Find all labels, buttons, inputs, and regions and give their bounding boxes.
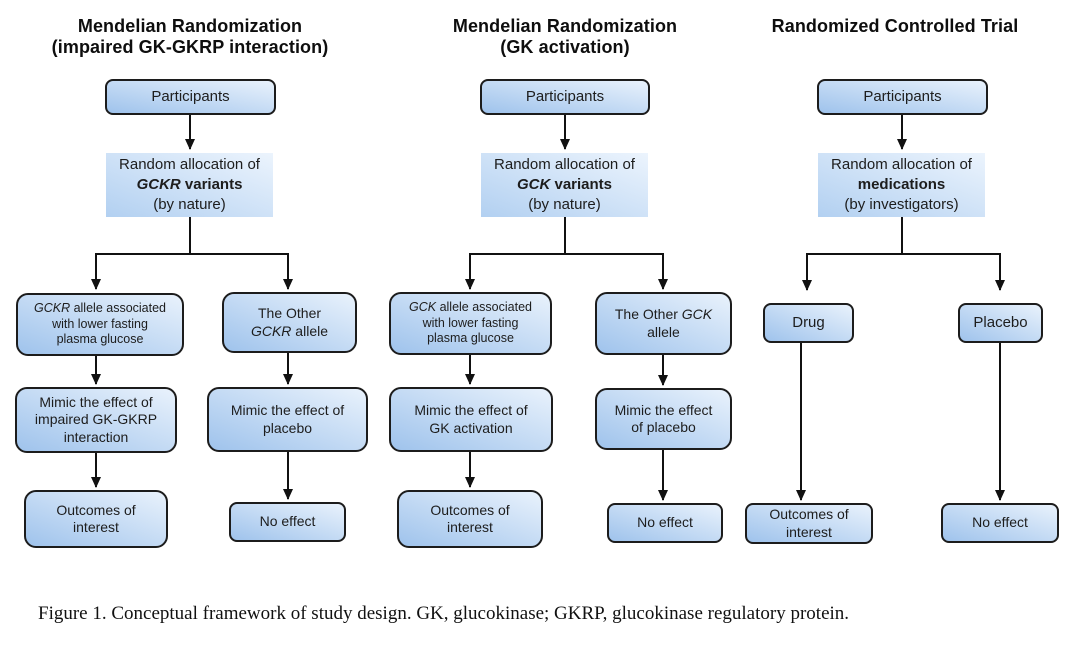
column2-allocation-box: Random allocation of GCK variants (by na… (481, 153, 648, 217)
other-allele-line2: GCKR allele (251, 323, 328, 340)
mimic-line2: impaired GK-GKRP (34, 411, 158, 428)
outcomes-line2: interest (447, 519, 493, 535)
mimic-placebo-line1: Mimic the effect of (230, 402, 345, 419)
gene-name: GCK (681, 306, 713, 323)
column1-other-allele-box: The Other GCKR allele (222, 292, 357, 353)
allocation-line2: medications (857, 175, 946, 193)
allele-line1-rest: allele associated (70, 301, 167, 316)
column3-title: Randomized Controlled Trial (725, 16, 1065, 37)
other-allele-line1-pre: The Other (614, 306, 682, 323)
column2-mimic-gk-activation-box: Mimic the effect of GK activation (389, 387, 553, 452)
allele-line1: GCK allele associated (409, 300, 532, 316)
mimic-placebo-line1: Mimic the effect (614, 401, 713, 418)
outcomes-line2: interest (786, 523, 832, 540)
column2-no-effect-box: No effect (607, 503, 723, 543)
column1-title-line2: (impaired GK-GKRP interaction) (51, 37, 329, 57)
allocation-line2: GCK variants (517, 175, 612, 195)
allocation-line1: Random allocation of (494, 155, 635, 173)
allocation-line2-rest: variants (180, 175, 243, 193)
allele-line2: with lower fasting (52, 316, 148, 331)
other-allele-line1: The Other GCK (615, 306, 712, 323)
allocation-line2-rest: variants (550, 175, 613, 193)
column1-allocation-box: Random allocation of GCKR variants (by n… (106, 153, 273, 217)
gene-name: GCKR (33, 301, 71, 316)
participants-label: Participants (525, 87, 605, 105)
column2-title-line2: (GK activation) (500, 37, 630, 57)
allele-line1-rest: allele associated (436, 300, 532, 315)
mimic-placebo-line2: of placebo (631, 419, 696, 435)
column2-title: Mendelian Randomization (GK activation) (395, 16, 735, 58)
column3-placebo-box: Placebo (958, 303, 1043, 343)
outcomes-line2: interest (73, 519, 119, 535)
column3-title-line1: Randomized Controlled Trial (771, 16, 1019, 36)
column2-participants-box: Participants (480, 79, 650, 115)
column2-title-line1: Mendelian Randomization (452, 16, 678, 36)
participants-label: Participants (151, 87, 230, 105)
outcomes-line1: Outcomes of (430, 501, 510, 518)
column2-mimic-placebo-box: Mimic the effect of placebo (595, 388, 732, 450)
column2-other-allele-box: The Other GCK allele (595, 292, 732, 355)
allocation-line2: GCKR variants (137, 175, 243, 195)
column3-outcomes-box: Outcomes of interest (745, 503, 873, 544)
column1-title-line1: Mendelian Randomization (77, 16, 303, 36)
no-effect-label: No effect (259, 513, 316, 530)
column1-participants-box: Participants (105, 79, 276, 115)
allele-line3: plasma glucose (427, 331, 514, 346)
allocation-line3: (by nature) (153, 196, 226, 214)
no-effect-label: No effect (972, 514, 1028, 531)
outcomes-line1: Outcomes of (56, 501, 136, 518)
column1-mimic-placebo-box: Mimic the effect of placebo (207, 387, 368, 452)
column1-no-effect-box: No effect (229, 502, 346, 542)
placebo-label: Placebo (973, 313, 1028, 331)
gene-name: GCKR (136, 175, 181, 193)
other-allele-line2-rest: allele (291, 322, 329, 339)
mimic-line1: Mimic the effect of (414, 402, 528, 419)
allocation-line1: Random allocation of (831, 155, 972, 173)
column1-wires (91, 115, 293, 500)
other-allele-line2: allele (647, 323, 680, 340)
column3-no-effect-box: No effect (941, 503, 1059, 543)
allele-line2: with lower fasting (422, 315, 519, 330)
allele-line3: plasma glucose (56, 332, 144, 347)
column1-mimic-impaired-box: Mimic the effect of impaired GK-GKRP int… (15, 387, 177, 453)
mimic-line1: Mimic the effect of (39, 394, 153, 411)
column3-participants-box: Participants (817, 79, 988, 115)
allocation-line3: (by investigators) (844, 196, 959, 214)
column1-title: Mendelian Randomization (impaired GK-GKR… (20, 16, 360, 58)
column2-allele-lower-glucose-box: GCK allele associated with lower fasting… (389, 292, 552, 355)
gene-name: GCK (409, 300, 437, 315)
mimic-line2: GK activation (429, 419, 513, 436)
gene-name: GCKR (250, 322, 292, 339)
column2-wires (465, 115, 668, 501)
column2-outcomes-box: Outcomes of interest (397, 490, 543, 548)
no-effect-label: No effect (637, 514, 693, 531)
figure-caption: Figure 1. Conceptual framework of study … (38, 603, 850, 624)
allocation-line3: (by nature) (528, 196, 601, 214)
allele-line1: GCKR allele associated (34, 301, 166, 317)
mimic-placebo-line2: placebo (262, 419, 313, 436)
column3-drug-box: Drug (763, 303, 854, 343)
column3-wires (796, 115, 1005, 501)
drug-label: Drug (792, 313, 825, 331)
outcomes-line1: Outcomes of (769, 506, 849, 523)
participants-label: Participants (863, 87, 942, 105)
column1-outcomes-box: Outcomes of interest (24, 490, 168, 548)
column1-allele-lower-glucose-box: GCKR allele associated with lower fastin… (16, 293, 184, 356)
column3-allocation-box: Random allocation of medications (by inv… (818, 153, 985, 217)
allocation-line1: Random allocation of (119, 155, 260, 173)
gene-name: GCK (516, 175, 551, 193)
mimic-line3: interaction (63, 428, 129, 445)
other-allele-line1: The Other (257, 305, 322, 322)
